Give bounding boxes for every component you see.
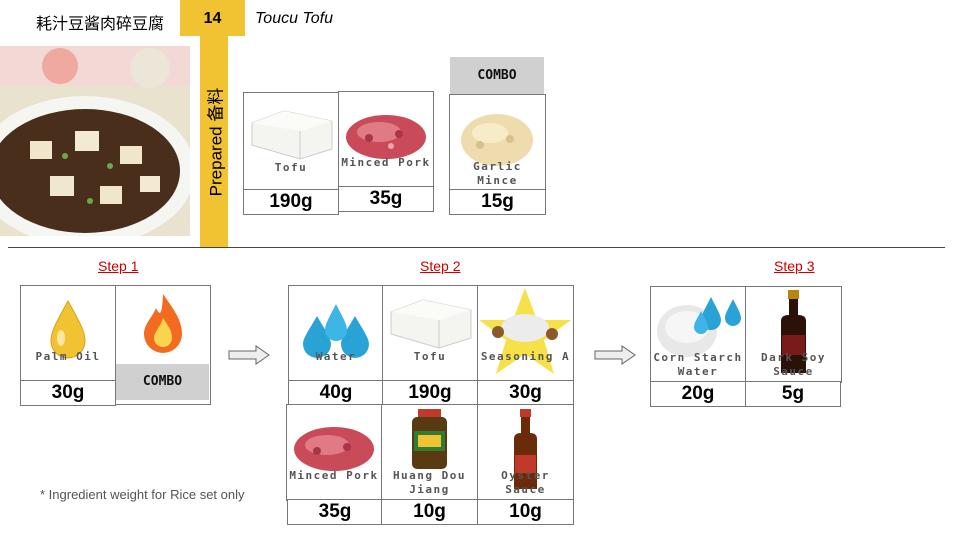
step1-palm-oil-card: Palm Oil <box>20 285 116 382</box>
minced-pork-icon <box>294 427 374 471</box>
soy-sauce-bottle-icon <box>781 290 806 373</box>
oil-drop-icon <box>50 299 86 359</box>
prepared-garlic-card: Garlic Mince <box>449 94 546 190</box>
fire-icon <box>144 294 182 353</box>
water-drops-icon <box>303 304 369 358</box>
sauce-bottle-icon <box>514 409 537 489</box>
step2-pork-label: Minced Pork <box>289 469 379 482</box>
step2-seasoning-weight: 30g <box>477 380 574 406</box>
prepared-pork-weight: 35g <box>338 186 434 212</box>
step2-water-card: Water <box>288 285 384 382</box>
sauce-jar-icon <box>412 409 447 469</box>
arrow-right-icon <box>594 345 636 365</box>
step3-cornstarch-weight: 20g <box>650 381 746 407</box>
step-2-title: Step 2 <box>420 258 461 274</box>
dish-title-chinese: 耗汁豆酱肉碎豆腐 <box>36 16 165 33</box>
prepared-label: Prepared 备料 <box>206 87 226 196</box>
step2-tofu-weight: 190g <box>382 380 478 406</box>
step2-oyster-card: Oyster Sauce <box>477 404 574 501</box>
prepared-combo-tag: COMBO <box>450 57 544 94</box>
step2-tofu-card: Tofu <box>382 285 478 382</box>
seasoning-star-icon <box>479 288 571 374</box>
step2-jiang-label: Huang Dou Jiang <box>392 469 467 496</box>
step-3-title: Step 3 <box>774 258 815 274</box>
step1-palm-oil-weight: 30g <box>20 380 116 406</box>
minced-pork-icon <box>346 115 426 159</box>
step1-palm-oil-label: Palm Oil <box>35 350 101 363</box>
prepared-tofu-label: Tofu <box>274 161 308 174</box>
dish-title-english: Toucu Tofu <box>255 10 333 27</box>
dish-photo <box>0 46 190 236</box>
prepared-label-bar: Prepared 备料 <box>200 36 228 247</box>
step2-jiang-card: Huang Dou Jiang <box>381 404 478 501</box>
step2-seasoning-card: Seasoning A <box>477 285 574 382</box>
step3-soy-label: Dark Soy Sauce <box>761 351 826 378</box>
arrow-right-icon <box>228 345 270 365</box>
dish-number-badge: 14 <box>180 0 245 36</box>
step2-seasoning-label: Seasoning A <box>480 350 571 363</box>
step2-jiang-weight: 10g <box>381 499 478 525</box>
step2-oyster-weight: 10g <box>477 499 574 525</box>
step2-oyster-label: Oyster Sauce <box>501 469 550 496</box>
step2-pork-weight: 35g <box>287 499 383 525</box>
prepared-pork-card: Minced Pork <box>338 91 434 188</box>
section-divider <box>8 247 945 248</box>
prepared-garlic-label: Garlic Mince <box>473 160 522 187</box>
footnote: * Ingredient weight for Rice set only <box>40 487 245 502</box>
corn-starch-water-icon <box>657 297 741 357</box>
step3-cornstarch-card: Corn Starch Water <box>650 286 746 383</box>
step3-cornstarch-label: Corn Starch Water <box>653 351 743 378</box>
step3-soy-weight: 5g <box>745 381 841 407</box>
tofu-icon <box>390 299 472 349</box>
step2-water-weight: 40g <box>288 380 384 406</box>
prepared-garlic-weight: 15g <box>449 189 546 215</box>
prepared-tofu-card: Tofu <box>243 92 339 190</box>
prepared-pork-label: Minced Pork <box>341 156 431 169</box>
step3-soy-card: Dark Soy Sauce <box>745 286 842 383</box>
step2-pork-card: Minced Pork <box>286 404 382 501</box>
prepared-tofu-weight: 190g <box>243 189 339 215</box>
step2-water-label: Water <box>315 350 357 363</box>
step-1-title: Step 1 <box>98 258 139 274</box>
tofu-icon <box>251 110 333 160</box>
step2-tofu-label: Tofu <box>413 350 447 363</box>
step1-combo-tag: COMBO <box>116 364 209 400</box>
garlic-mince-icon <box>461 114 533 166</box>
